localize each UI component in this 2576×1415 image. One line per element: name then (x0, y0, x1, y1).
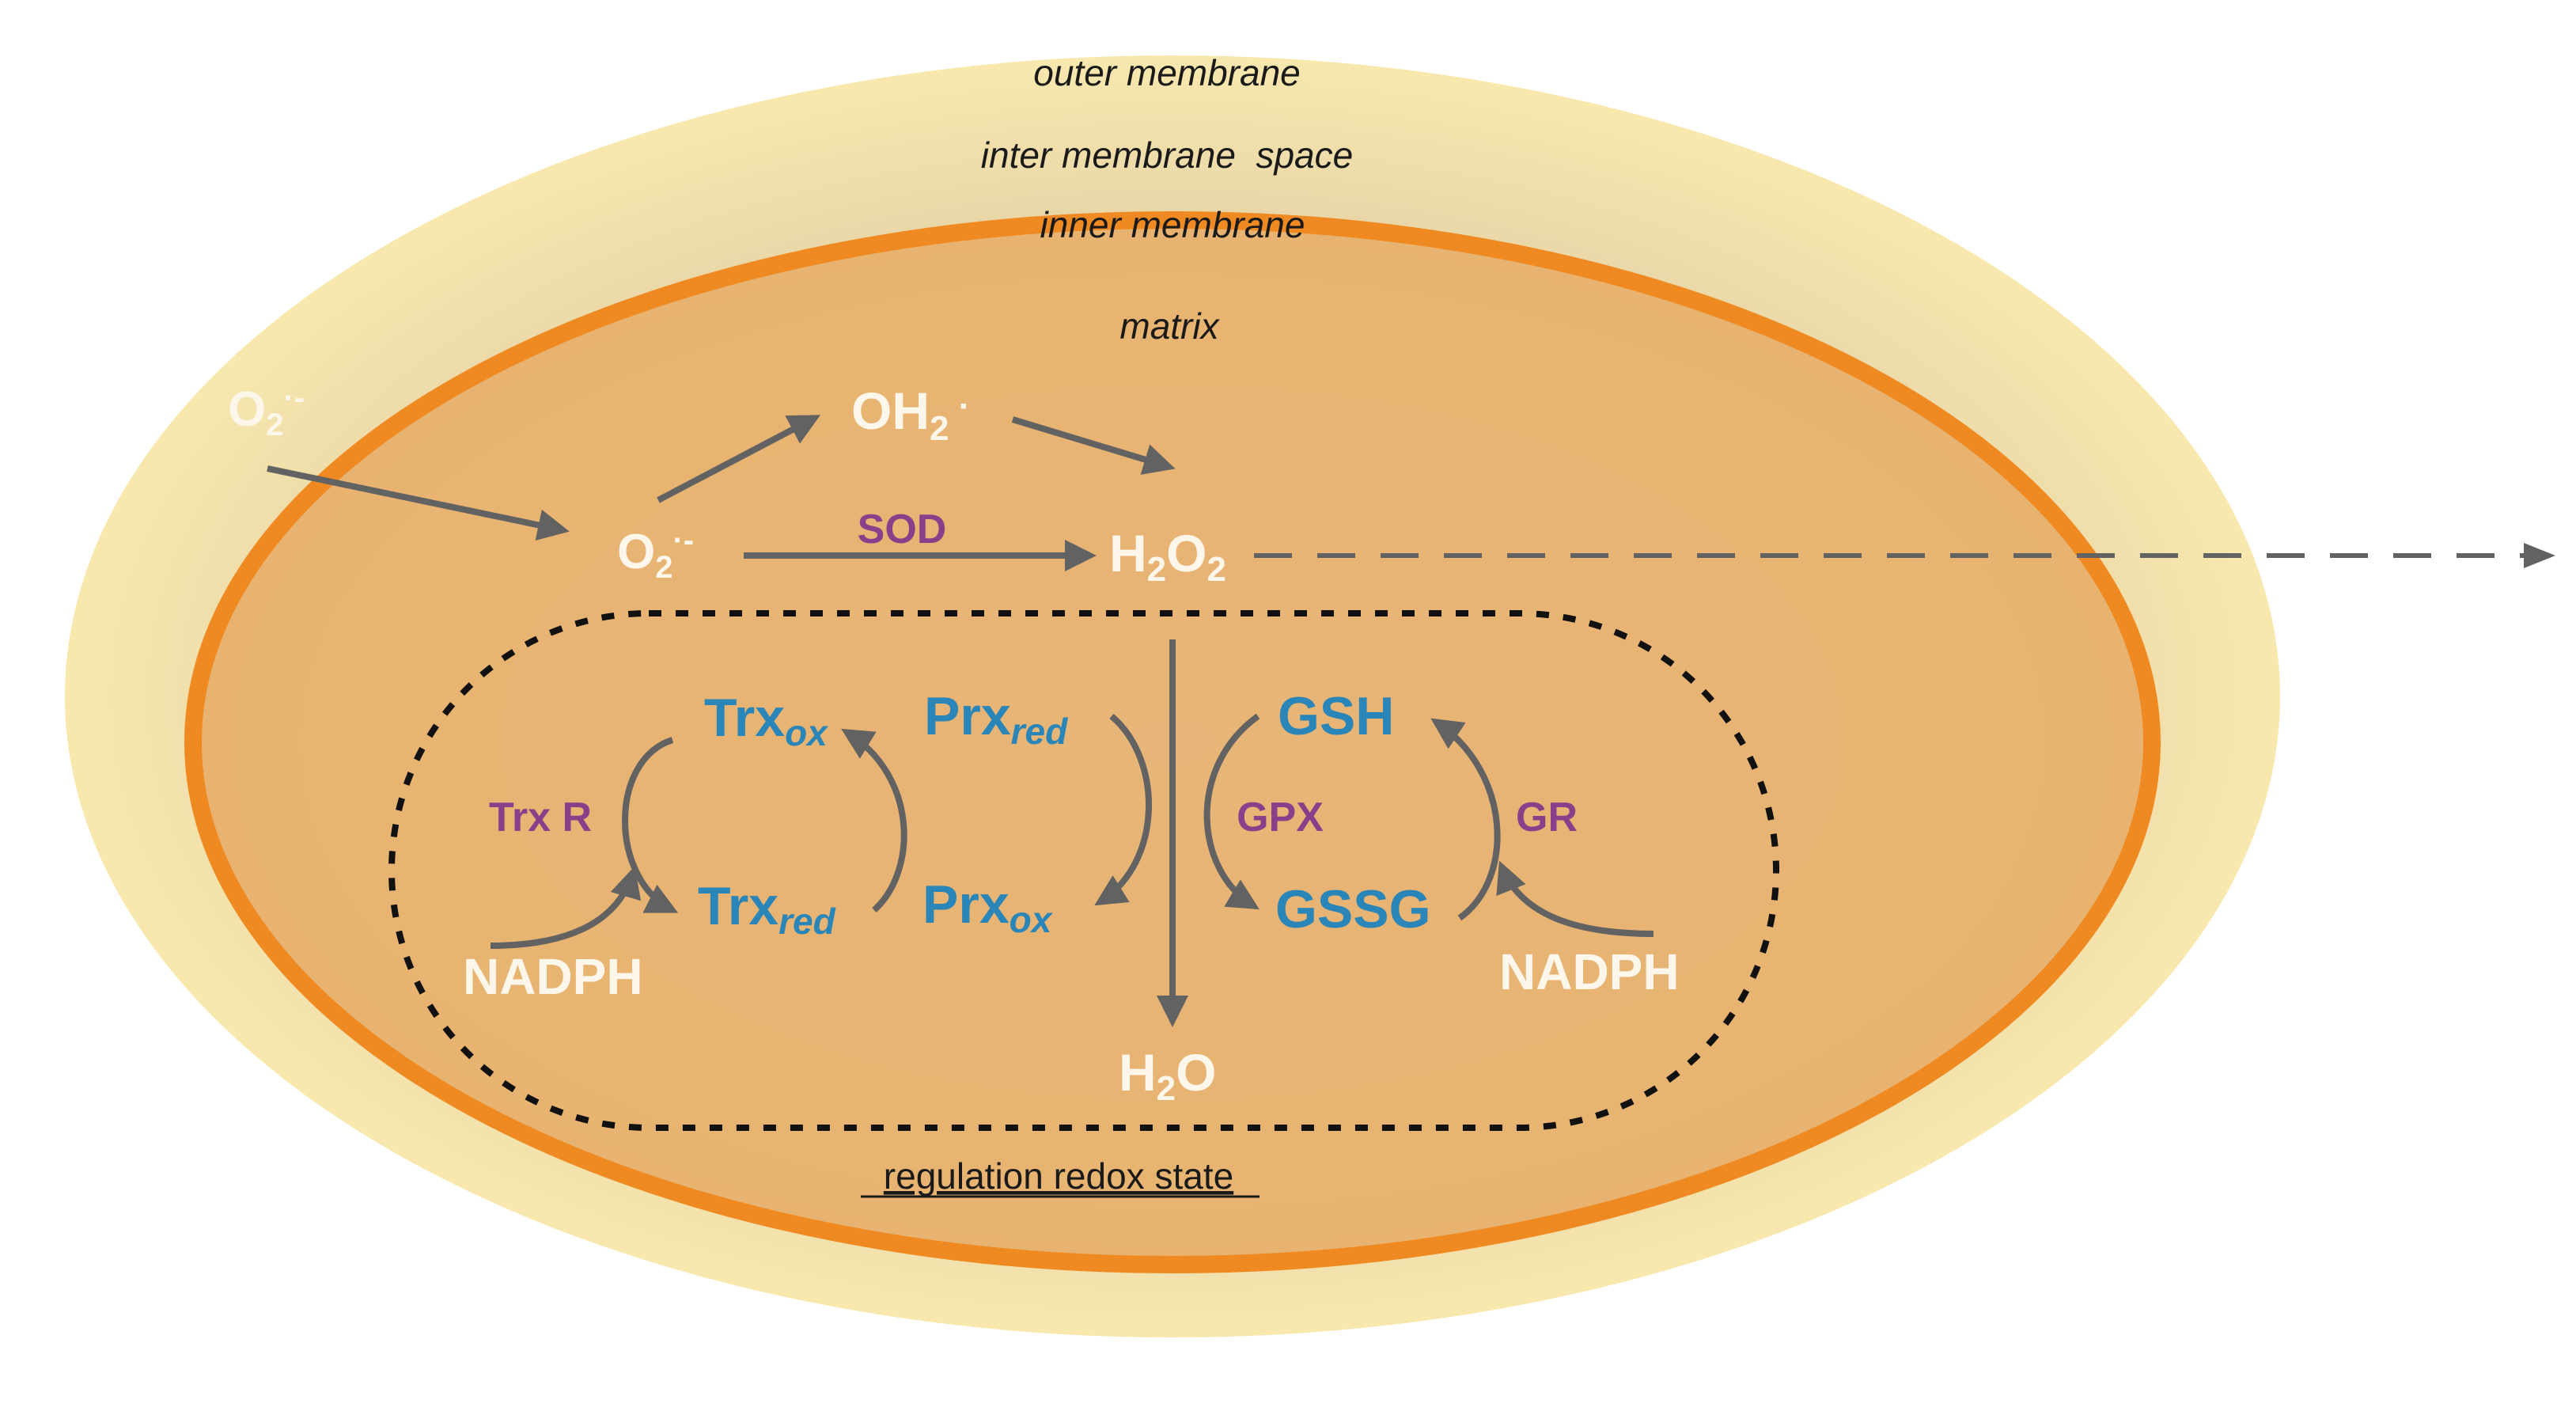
outer-membrane-label: outer membrane (1033, 52, 1301, 93)
trx-reduced: Trxred (698, 876, 836, 942)
superoxide-matrix: O2·- (617, 523, 694, 585)
arrow-oh2-to-h2o2 (1011, 416, 1176, 475)
gsh: GSH (1278, 686, 1394, 746)
arrow-h2o2-export-head (2524, 543, 2555, 568)
regulation-redox-state-label: regulation redox state (884, 1155, 1233, 1197)
prx-reduced: Prxred (924, 686, 1068, 752)
arrow-prxred-to-prxox (1094, 713, 1152, 906)
trx-reductase-enzyme: Trx R (489, 795, 592, 840)
gpx-enzyme: GPX (1237, 795, 1324, 840)
gr-enzyme: GR (1516, 795, 1578, 840)
prx-oxidized: Prxox (922, 874, 1054, 940)
arrow-nadph-to-trxr (490, 866, 642, 949)
inner-membrane-label: inner membrane (1040, 204, 1305, 245)
arrow-gsh-to-gssg (1203, 713, 1260, 910)
arrow-o2-import (267, 465, 570, 541)
redox-region-boundary (388, 610, 1779, 1131)
superoxide-outside: O2·- (228, 381, 305, 442)
arrow-trxox-to-trxred (622, 737, 679, 913)
nadph-left: NADPH (463, 948, 643, 1005)
trx-oxidized: Trxox (704, 688, 829, 753)
sod-enzyme: SOD (858, 506, 947, 552)
arrow-nadph-to-gr (1496, 860, 1654, 937)
hydrogen-peroxide: H2O2 (1109, 524, 1226, 589)
arrow-trxred-to-trxox (841, 728, 907, 912)
nadph-right: NADPH (1499, 943, 1680, 1000)
inter-membrane-space-label: inter membrane space (981, 135, 1353, 176)
matrix-label: matrix (1119, 305, 1220, 347)
water: H2O (1119, 1043, 1217, 1108)
gssg: GSSG (1275, 879, 1431, 939)
arrow-o2-to-oh2 (657, 415, 821, 503)
arrow-gssg-to-gsh (1430, 718, 1501, 921)
hydroperoxyl: OH2 · (851, 381, 970, 448)
